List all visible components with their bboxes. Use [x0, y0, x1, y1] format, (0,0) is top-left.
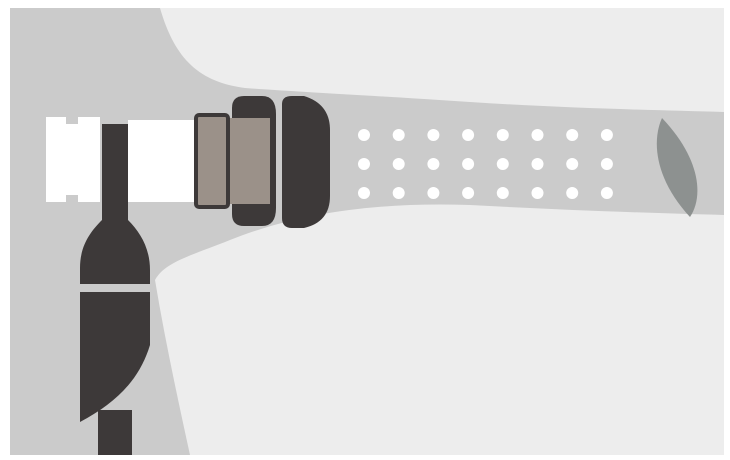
perforation-dot — [358, 187, 370, 199]
perforation-dot — [601, 187, 613, 199]
perforation-dot — [462, 158, 474, 170]
white-connector — [46, 117, 100, 202]
perforation-dot — [497, 158, 509, 170]
perforation-dot — [566, 129, 578, 141]
end-cap — [282, 96, 330, 228]
perforation-dot — [393, 158, 405, 170]
perforation-dot — [427, 129, 439, 141]
lower-light-region — [155, 204, 724, 455]
perforation-dot — [427, 187, 439, 199]
perforation-dot — [532, 187, 544, 199]
perforation-dot — [393, 187, 405, 199]
perforation-dot — [532, 158, 544, 170]
perforation-dot — [462, 129, 474, 141]
perforation-dot — [566, 187, 578, 199]
perforation-dot — [532, 129, 544, 141]
white-collar — [128, 120, 198, 202]
perforation-dot — [427, 158, 439, 170]
perforation-dot — [358, 158, 370, 170]
taupe-rim — [230, 118, 270, 204]
perforation-dot — [601, 129, 613, 141]
perforation-dot — [497, 129, 509, 141]
perforation-dot — [393, 129, 405, 141]
perforation-dot — [358, 129, 370, 141]
perforation-dot — [462, 187, 474, 199]
perforation-dot — [566, 158, 578, 170]
perforation-dot — [497, 187, 509, 199]
lower-pole — [98, 410, 132, 455]
taupe-cuff — [196, 115, 228, 207]
perforation-dot — [601, 158, 613, 170]
